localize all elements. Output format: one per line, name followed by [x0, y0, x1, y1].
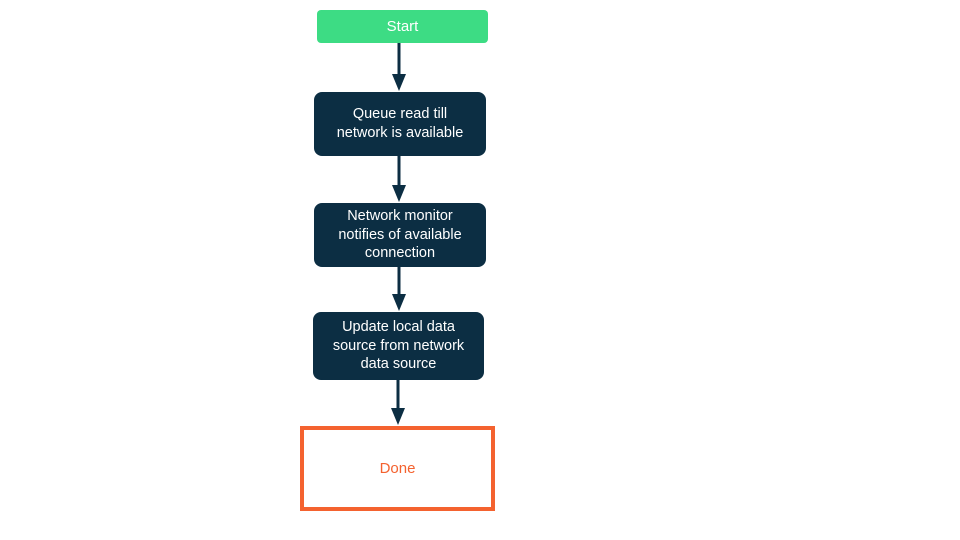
flow-node-start-label: Start — [386, 17, 419, 35]
flow-node-network-monitor[interactable]: Network monitor notifies of available co… — [314, 203, 486, 267]
flow-edge-network-monitor-to-update-local — [390, 267, 410, 313]
down-arrow-icon — [392, 267, 406, 311]
flow-edge-queue-read-to-network-monitor — [390, 156, 410, 204]
flow-node-update-local-data-source-label: Update local data source from network da… — [332, 319, 465, 373]
flow-node-done[interactable]: Done — [300, 426, 495, 511]
flow-node-queue-read[interactable]: Queue read till network is available — [314, 92, 486, 156]
down-arrow-icon — [391, 380, 405, 425]
flow-edge-update-local-to-done — [389, 380, 409, 427]
flow-node-network-monitor-label: Network monitor notifies of available co… — [338, 208, 462, 262]
down-arrow-icon — [392, 156, 406, 202]
flow-node-start[interactable]: Start — [317, 10, 488, 43]
flow-node-done-label: Done — [379, 459, 416, 477]
flow-node-queue-read-label: Queue read till network is available — [336, 106, 464, 141]
flow-edge-start-to-queue-read — [390, 43, 410, 93]
down-arrow-icon — [392, 43, 406, 91]
flow-node-update-local-data-source[interactable]: Update local data source from network da… — [313, 312, 484, 380]
